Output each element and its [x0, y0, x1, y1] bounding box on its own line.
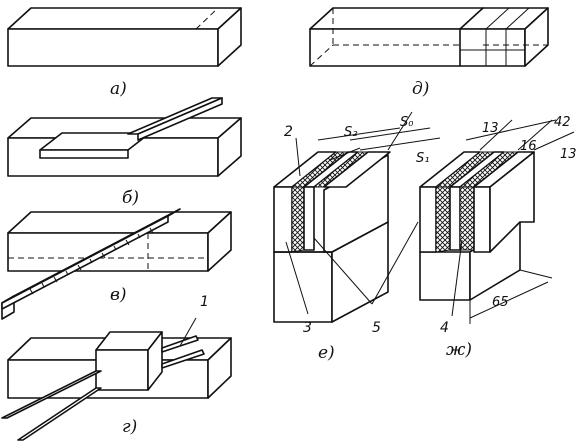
- panel-v-block: [1, 208, 232, 320]
- panel-e-block: [273, 151, 391, 323]
- panel-zh-block: [419, 151, 535, 301]
- panel-d-label: д): [412, 79, 429, 99]
- panel-a-label: а): [110, 79, 127, 99]
- panel-zh-dimensions: [465, 119, 575, 324]
- dimension-13-left: 13: [482, 121, 499, 136]
- callout-leaders: [285, 137, 463, 317]
- callout-2: 2: [284, 124, 293, 140]
- dimension-s0: S₀: [400, 115, 414, 130]
- dimension-42: 42: [554, 115, 571, 130]
- callout-4: 4: [440, 320, 449, 336]
- dimension-s1: S₁: [416, 151, 429, 166]
- panel-b-block: [7, 97, 242, 177]
- panel-e-dimensions: [317, 111, 441, 161]
- panel-g-label: г): [122, 417, 137, 437]
- callout-5: 5: [372, 320, 381, 336]
- dimension-16: 16: [520, 139, 537, 154]
- panel-b-label: б): [122, 188, 139, 208]
- dimension-65: 65: [492, 295, 509, 310]
- panel-d-block: [309, 7, 549, 67]
- callout-1: 1: [200, 294, 209, 310]
- panel-a-block: [7, 7, 242, 67]
- callout-3: 3: [303, 320, 312, 336]
- panel-e-label: е): [318, 343, 335, 363]
- dimension-s2: S₂: [344, 125, 357, 140]
- ruler-scale: [29, 227, 154, 295]
- panel-v-label: в): [110, 285, 127, 305]
- panel-g-block: [1, 317, 232, 441]
- dimension-13-right: 13: [560, 147, 576, 162]
- panel-zh-label: ж): [446, 340, 472, 360]
